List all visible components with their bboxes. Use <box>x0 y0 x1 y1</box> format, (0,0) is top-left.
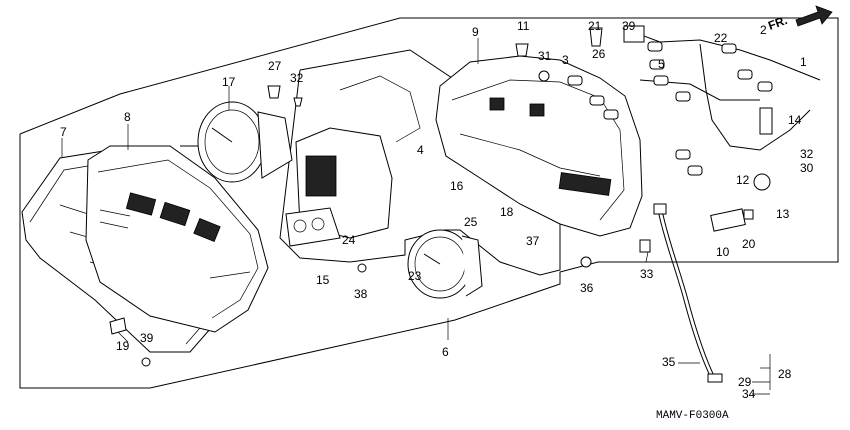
callout-labels: 7 8 17 27 32 9 11 21 39 31 26 22 2 1 5 3… <box>60 19 814 401</box>
callout-33: 33 <box>640 267 654 281</box>
forward-direction-arrow: FR. <box>766 5 833 33</box>
callout-4: 4 <box>417 143 424 157</box>
callout-26: 26 <box>592 47 606 61</box>
direction-label: FR. <box>766 13 789 33</box>
callout-17: 17 <box>222 75 236 89</box>
callout-2: 2 <box>760 23 767 37</box>
meter-case-part <box>435 55 643 237</box>
callout-18: 18 <box>500 205 514 219</box>
callout-11: 11 <box>517 19 530 33</box>
small-parts <box>109 27 771 367</box>
assembly-border <box>19 17 839 389</box>
leader-lines <box>61 38 771 395</box>
callout-39: 39 <box>622 19 636 33</box>
callout-21: 21 <box>588 19 602 33</box>
callout-20: 20 <box>742 237 756 251</box>
gauge-unit-part <box>285 75 421 247</box>
callout-34: 34 <box>742 387 756 401</box>
callout-10: 10 <box>716 245 730 259</box>
callout-5: 5 <box>658 57 665 71</box>
callout-32-right: 32 <box>800 147 814 161</box>
callout-24: 24 <box>342 233 356 247</box>
callout-35: 35 <box>662 355 676 369</box>
diagram-code: MAMV-F0300A <box>656 410 729 422</box>
callout-28: 28 <box>778 367 792 381</box>
callout-8: 8 <box>124 110 131 124</box>
callout-6: 6 <box>442 345 449 359</box>
callout-36: 36 <box>580 281 594 295</box>
callout-32: 32 <box>290 71 304 85</box>
callout-16: 16 <box>450 179 464 193</box>
callout-1: 1 <box>800 55 807 69</box>
callout-9: 9 <box>472 25 479 39</box>
wire-harness-part <box>623 25 821 151</box>
callout-22: 22 <box>714 31 728 45</box>
callout-19: 19 <box>116 339 130 353</box>
callout-25: 25 <box>464 215 478 229</box>
tachometer-part <box>180 101 293 183</box>
callout-3: 3 <box>562 53 569 67</box>
callout-27: 27 <box>268 59 282 73</box>
callout-38: 38 <box>354 287 368 301</box>
callout-29: 29 <box>738 375 752 389</box>
callout-14: 14 <box>788 113 802 127</box>
speedometer-part <box>407 229 483 299</box>
callout-15: 15 <box>316 273 330 287</box>
callout-23: 23 <box>408 269 422 283</box>
callout-30: 30 <box>800 161 814 175</box>
callout-31: 31 <box>538 49 552 63</box>
callout-37: 37 <box>526 234 540 248</box>
meter-panel-part <box>85 145 269 333</box>
callout-12: 12 <box>736 173 750 187</box>
speedometer-cable-part <box>653 203 723 383</box>
callout-39-left: 39 <box>140 331 154 345</box>
callout-13: 13 <box>776 207 790 221</box>
bulb-socket-group <box>567 41 773 176</box>
callout-7: 7 <box>60 125 67 139</box>
